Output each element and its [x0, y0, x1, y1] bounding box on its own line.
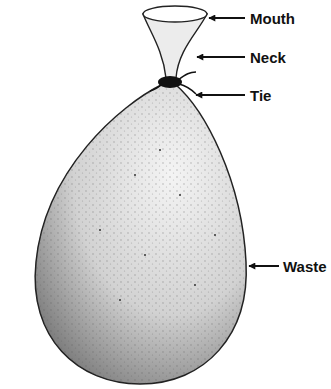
bag-specks — [99, 149, 216, 301]
bag-body — [35, 84, 246, 384]
part-label: Waste — [283, 259, 327, 274]
leader-arrow — [249, 265, 279, 267]
part-label: Tie — [250, 88, 271, 103]
leader-arrow — [209, 17, 245, 19]
leader-arrow — [197, 56, 245, 58]
bag-mouth — [143, 6, 207, 22]
bag-neck — [143, 14, 207, 78]
leader-arrow — [196, 94, 245, 96]
bag-stipple — [35, 84, 246, 384]
part-label: Mouth — [250, 11, 295, 26]
bag-tie — [150, 72, 196, 94]
part-label: Neck — [250, 50, 286, 65]
